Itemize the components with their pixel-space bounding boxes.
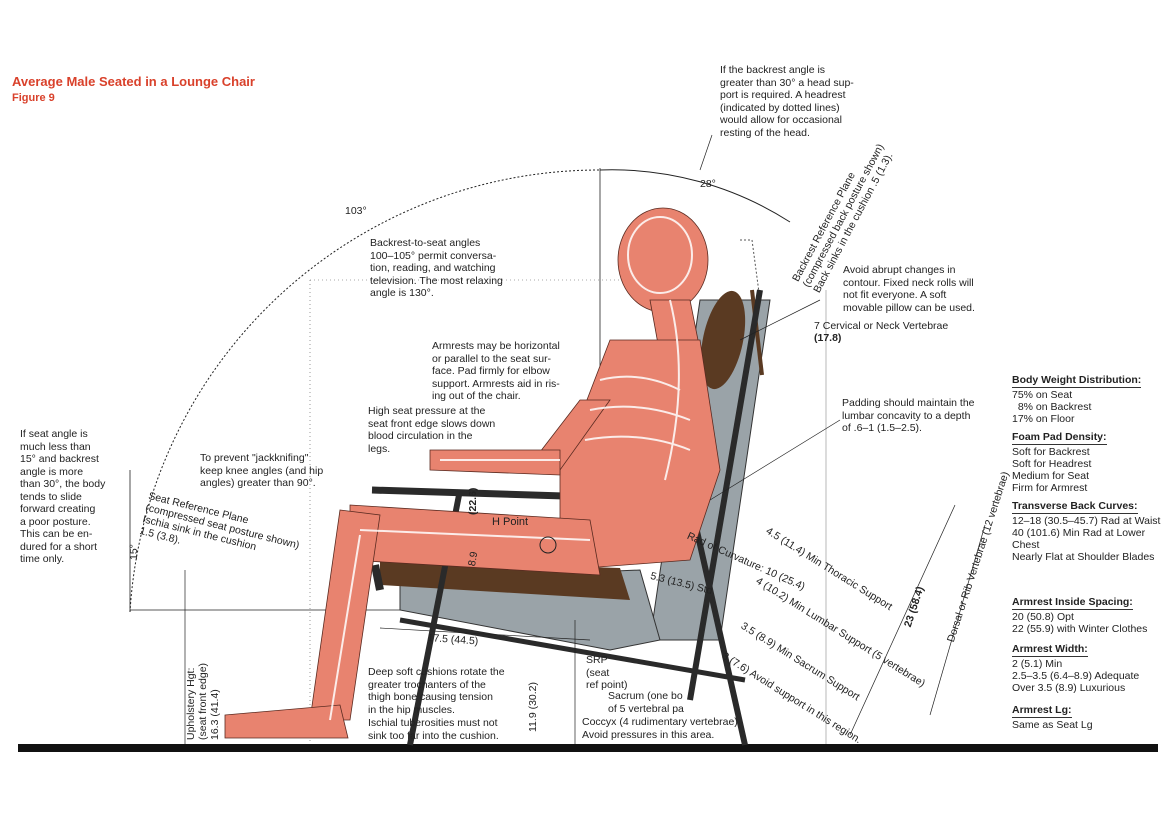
label-angle-15: 15°: [128, 544, 140, 560]
dim-seat-depth: [379, 627, 591, 641]
angle-arc-28: [599, 169, 791, 223]
floor-line: [18, 744, 1158, 752]
note-high-seat-pressure: High seat pressure at the seat front edg…: [368, 405, 496, 455]
dim-back-total: [849, 504, 956, 736]
note-ischial: Ischial tuberosities must not sink too f…: [368, 717, 499, 742]
foot: [224, 704, 349, 739]
pillow-strap: [750, 289, 764, 376]
note-backrest-to-seat: Backrest-to-seat angles 100–105° permit …: [370, 237, 503, 299]
label-h-point: H Point: [492, 516, 529, 528]
figure-number: Figure 9: [12, 92, 55, 104]
upholstery-height-label: Upholstery Hgt: (seat front edge) 16.3 (…: [185, 662, 221, 740]
note-sacrum: Sacrum (one bo of 5 vertebral pa: [608, 690, 684, 715]
frame-rear-leg: [687, 499, 748, 746]
label-angle-103: 103°: [345, 205, 367, 217]
label-angle-28: 28°: [700, 178, 716, 190]
sidebar-armrest-length: Armrest Lg: Same as Seat Lg: [1012, 704, 1093, 731]
sidebar-body-weight: Body Weight Distribution: 75% on Seat 8%…: [1012, 374, 1142, 425]
leader-padding: [709, 419, 841, 501]
dim-226-label: (22.6): [467, 487, 479, 515]
frame-back-post: [687, 289, 763, 701]
note-deep-soft: Deep soft cushions rotate the greater tr…: [368, 666, 505, 716]
note-padding: Padding should maintain the lumbar conca…: [842, 397, 975, 434]
note-avoid-abrupt: Avoid abrupt changes in contour. Fixed n…: [843, 264, 975, 314]
label-cervical-value: (17.8): [814, 332, 842, 344]
dim-89-label: 8.9: [466, 550, 481, 568]
frame-base-rail: [399, 617, 746, 683]
srp-height-label: 11.9 (30.2): [527, 681, 539, 732]
h-point-marker: [539, 536, 557, 554]
frame-seat-front: [371, 564, 384, 591]
leader-backrest: [699, 134, 713, 171]
dim-dorsal: [929, 524, 986, 716]
figure-title: Average Male Seated in a Lounge Chair: [12, 74, 255, 89]
head-pillow: [700, 290, 746, 390]
leader-cervical: [739, 299, 821, 341]
forearm: [429, 449, 561, 476]
headrest-dotted: [740, 239, 761, 301]
note-backrest-angle: If the backrest angle is greater than 30…: [720, 64, 854, 139]
human-figure: [224, 207, 721, 739]
angle-arc-103: [129, 169, 601, 613]
head: [617, 207, 709, 313]
note-coccyx: Coccyx (4 rudimentary vertebrae) Avoid p…: [582, 716, 738, 741]
note-srp: SRP (seat ref point): [586, 654, 628, 691]
label-cervical: 7 Cervical or Neck Vertebrae: [814, 320, 949, 332]
note-armrests: Armrests may be horizontal or parallel t…: [432, 340, 560, 402]
note-jackknifing: To prevent "jackknifing" keep knee angle…: [200, 452, 324, 489]
note-seat-angle: If seat angle is much less than 15° and …: [20, 428, 106, 565]
sidebar-back-curves: Transverse Back Curves: 12–18 (30.5–45.7…: [1012, 500, 1161, 563]
lower-leg: [309, 509, 381, 721]
